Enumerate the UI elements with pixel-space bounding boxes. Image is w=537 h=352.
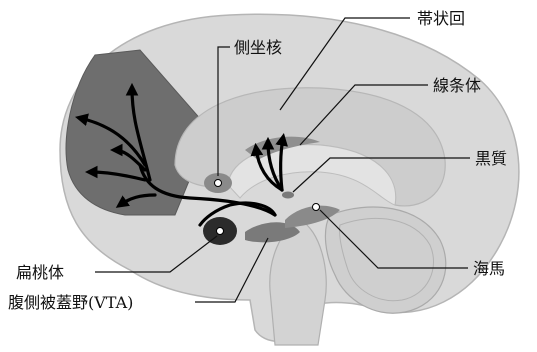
label-striatum: 線条体 xyxy=(433,76,481,95)
nucleus-accumbens-marker xyxy=(215,180,222,187)
label-substantia-nigra: 黒質 xyxy=(475,149,507,168)
label-vta: 腹側被蓋野(VTA) xyxy=(8,293,133,312)
hippocampus-marker xyxy=(313,204,320,211)
substantia-nigra-shape xyxy=(282,192,294,199)
label-amygdala: 扁桃体 xyxy=(16,263,64,282)
amygdala-marker xyxy=(217,228,224,235)
label-hippocampus: 海馬 xyxy=(473,259,505,278)
label-cingulate: 帯状回 xyxy=(417,9,465,28)
label-nucleus-accumbens: 側坐核 xyxy=(234,38,282,57)
